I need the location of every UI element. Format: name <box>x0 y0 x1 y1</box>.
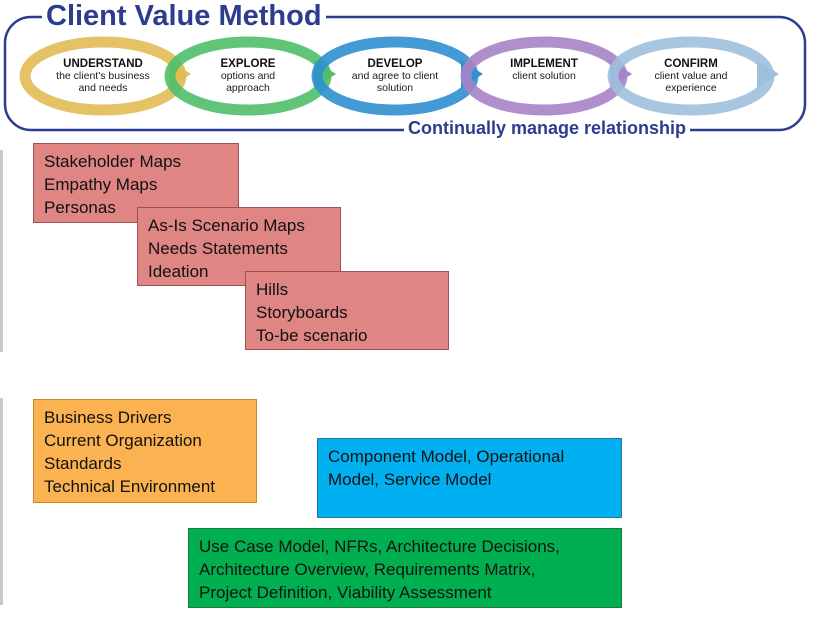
box-line: Storyboards <box>256 303 348 322</box>
phase-title: DEVELOP <box>367 58 423 70</box>
arrowhead-confirm <box>757 60 779 88</box>
phase-title: IMPLEMENT <box>510 58 578 70</box>
phase-desc: and agree to client solution <box>351 70 439 94</box>
hills-box: Hills Storyboards To-be scenario <box>245 271 449 350</box>
box-line: To-be scenario <box>256 326 368 345</box>
box-line: Current Organization <box>44 431 202 450</box>
box-line: Ideation <box>148 262 209 281</box>
phase-desc: options and approach <box>220 70 276 94</box>
phase-desc: the client's business and needs <box>56 70 150 94</box>
box-line: Standards <box>44 454 122 473</box>
box-line: As-Is Scenario Maps <box>148 216 305 235</box>
section-rule-bottom <box>0 398 3 605</box>
phase-desc: client value and experience <box>654 70 728 94</box>
phase-title: UNDERSTAND <box>63 58 143 70</box>
box-line: Use Case Model, NFRs, Architecture Decis… <box>199 537 560 556</box>
box-line: Model, Service Model <box>328 470 492 489</box>
box-line: Personas <box>44 198 116 217</box>
phase-implement: IMPLEMENT client solution <box>474 58 614 82</box>
box-line: Project Definition, Viability Assessment <box>199 583 492 602</box>
phase-explore: EXPLORE options and approach <box>178 58 318 94</box>
box-line: Technical Environment <box>44 477 216 496</box>
box-line: Architecture Overview, Requirements Matr… <box>199 560 536 579</box>
box-line: Needs Statements <box>148 239 288 258</box>
client-value-method-banner: Client Value Method Continually manage r… <box>0 0 814 140</box>
box-line: Empathy Maps <box>44 175 158 194</box>
box-line: Hills <box>256 280 289 299</box>
section-rule-top <box>0 150 3 352</box>
use-case-model-box: Use Case Model, NFRs, Architecture Decis… <box>188 528 622 608</box>
stakeholder-maps-box: Stakeholder Maps Empathy Maps Personas <box>33 143 239 223</box>
banner-footer: Continually manage relationship <box>404 117 691 139</box>
component-model-box: Component Model, Operational Model, Serv… <box>317 438 622 518</box>
business-drivers-box: Business Drivers Current Organization St… <box>33 399 257 503</box>
box-line: Business Drivers <box>44 408 172 427</box>
phase-understand: UNDERSTAND the client's business and nee… <box>33 58 173 94</box>
banner-title: Client Value Method <box>42 0 326 34</box>
phase-develop: DEVELOP and agree to client solution <box>325 58 465 94</box>
box-line: Component Model, Operational <box>328 447 565 466</box>
phase-confirm: CONFIRM client value and experience <box>621 58 761 94</box>
phase-title: CONFIRM <box>664 58 718 70</box>
phase-title: EXPLORE <box>220 58 276 70</box>
phase-desc: client solution <box>512 70 576 82</box>
box-line: Stakeholder Maps <box>44 152 182 171</box>
